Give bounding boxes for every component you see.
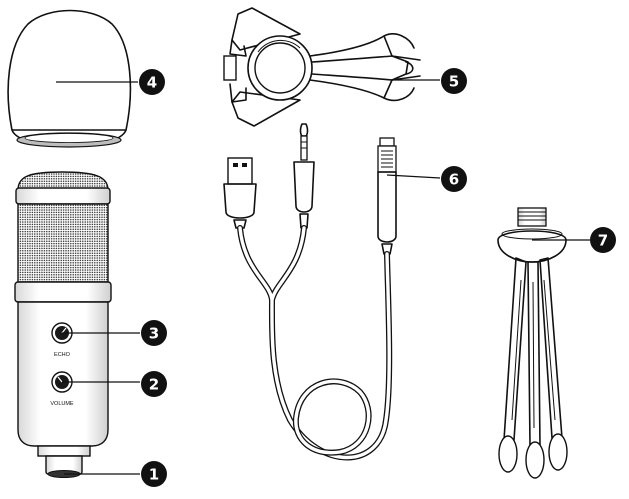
svg-text:6: 6 — [449, 171, 459, 189]
tripod — [497, 207, 568, 479]
svg-text:4: 4 — [147, 74, 157, 92]
volume-label: VOLUME — [50, 401, 74, 407]
mount-clip — [223, 7, 421, 127]
echo-label: ECHO — [54, 352, 71, 358]
callout-5: 5 — [441, 68, 467, 94]
svg-text:2: 2 — [149, 376, 159, 394]
callout-6: 6 — [441, 166, 467, 192]
svg-text:7: 7 — [598, 232, 608, 250]
callout-2: 2 — [141, 371, 167, 397]
usb-cable — [223, 123, 397, 461]
callout-1: 1 — [141, 461, 167, 487]
usb-plug — [223, 157, 257, 229]
audio-jack — [293, 123, 315, 229]
svg-text:3: 3 — [149, 325, 159, 343]
foam-windscreen — [7, 9, 132, 148]
callout-3: 3 — [141, 320, 167, 346]
callout-4: 4 — [139, 69, 165, 95]
svg-text:1: 1 — [149, 466, 159, 484]
microphone: ECHO VOLUME — [14, 171, 112, 478]
svg-text:5: 5 — [449, 73, 459, 91]
mini-usb-plug — [377, 137, 397, 255]
leader-lines — [56, 79, 590, 475]
callout-7: 7 — [590, 227, 616, 253]
